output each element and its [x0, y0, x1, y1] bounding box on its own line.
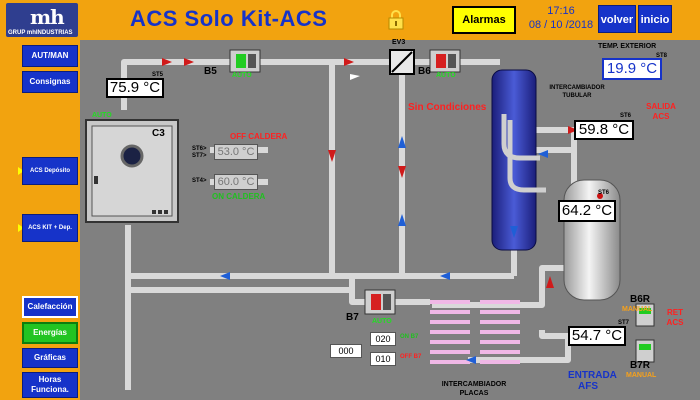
- lock-icon[interactable]: [388, 10, 404, 30]
- off-caldera-setpoint[interactable]: 53.0 °C: [214, 144, 258, 160]
- no-conditions-label: Sin Condiciones: [408, 102, 487, 113]
- pump-b7r-mode: MANUAL: [626, 372, 657, 379]
- consignas-button[interactable]: Consignas: [22, 71, 78, 93]
- pump-b5[interactable]: [229, 49, 261, 73]
- st7-right-tag: ST7: [618, 320, 630, 326]
- st6-right-tag: ST6: [620, 113, 632, 119]
- header-bar: mh GRUP mhINDUSTRIAS ACS Solo Kit-ACS Al…: [0, 0, 700, 40]
- process-diagram: TEMP. EXTERIOR ST8 19.9 °C ST5 75.9 °C A…: [80, 39, 700, 400]
- outdoor-temp-label: TEMP. EXTERIOR: [598, 43, 657, 50]
- pump-b7-label: B7: [346, 312, 359, 323]
- st6-outlet-temp-value: 59.8 °C: [574, 120, 634, 140]
- pump-b6-status: AUTO: [436, 72, 456, 79]
- selected-arrow-icon: [18, 224, 24, 232]
- calefaccion-button[interactable]: Calefacción: [22, 296, 78, 318]
- outdoor-temp-value: 19.9 °C: [602, 58, 662, 80]
- boiler-c3[interactable]: [85, 119, 179, 223]
- horas-funcionamiento-button[interactable]: Horas Funciona.: [22, 372, 78, 398]
- pump-b5-label: B5: [204, 66, 217, 77]
- valve-ev3-label: EV3: [392, 39, 406, 46]
- pump-b7-status: AUTO: [372, 318, 392, 325]
- graficas-button[interactable]: Gráficas: [22, 348, 78, 368]
- flow-arrows: [162, 58, 624, 364]
- energias-button[interactable]: Energías: [22, 322, 78, 344]
- salida-acs-label: SALIDA ACS: [646, 102, 676, 121]
- st6-setpoint-tag: ST6>: [192, 146, 207, 152]
- on-b7-label: ON B7: [400, 334, 419, 340]
- pump-b6r-mode: MANUAL: [622, 306, 653, 313]
- alarms-button[interactable]: Alarmas: [452, 6, 516, 34]
- on-caldera-setpoint[interactable]: 60.0 °C: [214, 174, 258, 190]
- selected-arrow-icon: [18, 167, 24, 175]
- clock-date: 08 / 10 /2018: [528, 19, 594, 31]
- home-button[interactable]: inicio: [638, 5, 672, 33]
- boiler-label: C3: [152, 128, 165, 139]
- off-caldera-label: OFF CALDERA: [230, 132, 288, 141]
- pump-b6-label: B6: [418, 66, 431, 77]
- pump-b6r[interactable]: [635, 303, 655, 327]
- clock-time: 17:16: [547, 5, 575, 17]
- b7-off-setpoint[interactable]: 010: [370, 352, 396, 366]
- boiler-auto-status: AUTO: [92, 112, 112, 119]
- outdoor-temp-tag: ST8: [656, 53, 668, 59]
- plate-exchanger-label: INTERCAMBIADOR PLACAS: [441, 381, 507, 397]
- pump-b6r-label: B6R: [630, 294, 651, 305]
- acs-deposito-button[interactable]: ACS Depósito: [22, 157, 78, 185]
- st5-temp-value: 75.9 °C: [106, 78, 164, 98]
- clock: 17:16 08 / 10 /2018: [528, 4, 594, 32]
- valve-ev3[interactable]: [389, 49, 415, 75]
- tubular-exchanger-label: INTERCAMBIADOR TUBULAR: [549, 85, 605, 99]
- b7-on-setpoint[interactable]: 020: [370, 332, 396, 346]
- entrada-afs-label: ENTRADA AFS: [568, 370, 617, 392]
- off-b7-label: OFF B7: [400, 354, 422, 360]
- st7-return-temp-value: 54.7 °C: [568, 326, 626, 346]
- st4-setpoint-tag: ST4>: [192, 178, 207, 184]
- pump-b7[interactable]: [364, 289, 396, 315]
- sidebar: AUT/MAN Consignas ACS Depósito ACS KIT +…: [0, 40, 80, 400]
- b7-percent-setpoint[interactable]: 000: [330, 344, 362, 358]
- pump-b7r-label: B7R: [630, 360, 651, 371]
- acs-kit-button[interactable]: ACS KIT + Dep.: [22, 214, 78, 242]
- logo-mark: mh: [30, 5, 65, 29]
- on-caldera-label: ON CALDERA: [212, 192, 266, 201]
- tank-temp-tag: ST6: [598, 190, 610, 196]
- st7-setpoint-tag: ST7>: [192, 153, 207, 159]
- page-title: ACS Solo Kit-ACS: [130, 6, 328, 31]
- pump-b7r[interactable]: [635, 339, 655, 363]
- pump-b5-status: AUTO: [232, 72, 252, 79]
- storage-tank[interactable]: [563, 179, 621, 301]
- st5-tag: ST5: [152, 72, 164, 78]
- ret-acs-label: RET ACS: [666, 308, 684, 327]
- tank-temp-value: 64.2 °C: [558, 200, 616, 222]
- back-button[interactable]: volver: [598, 5, 636, 33]
- plate-heat-exchanger[interactable]: [430, 300, 520, 364]
- tubular-heat-exchanger[interactable]: [491, 69, 546, 251]
- pump-b6[interactable]: [429, 49, 461, 73]
- aut-man-button[interactable]: AUT/MAN: [22, 45, 78, 67]
- company-logo: mh GRUP mhINDUSTRIAS: [6, 3, 78, 37]
- logo-subtitle: GRUP mhINDUSTRIAS: [8, 30, 73, 36]
